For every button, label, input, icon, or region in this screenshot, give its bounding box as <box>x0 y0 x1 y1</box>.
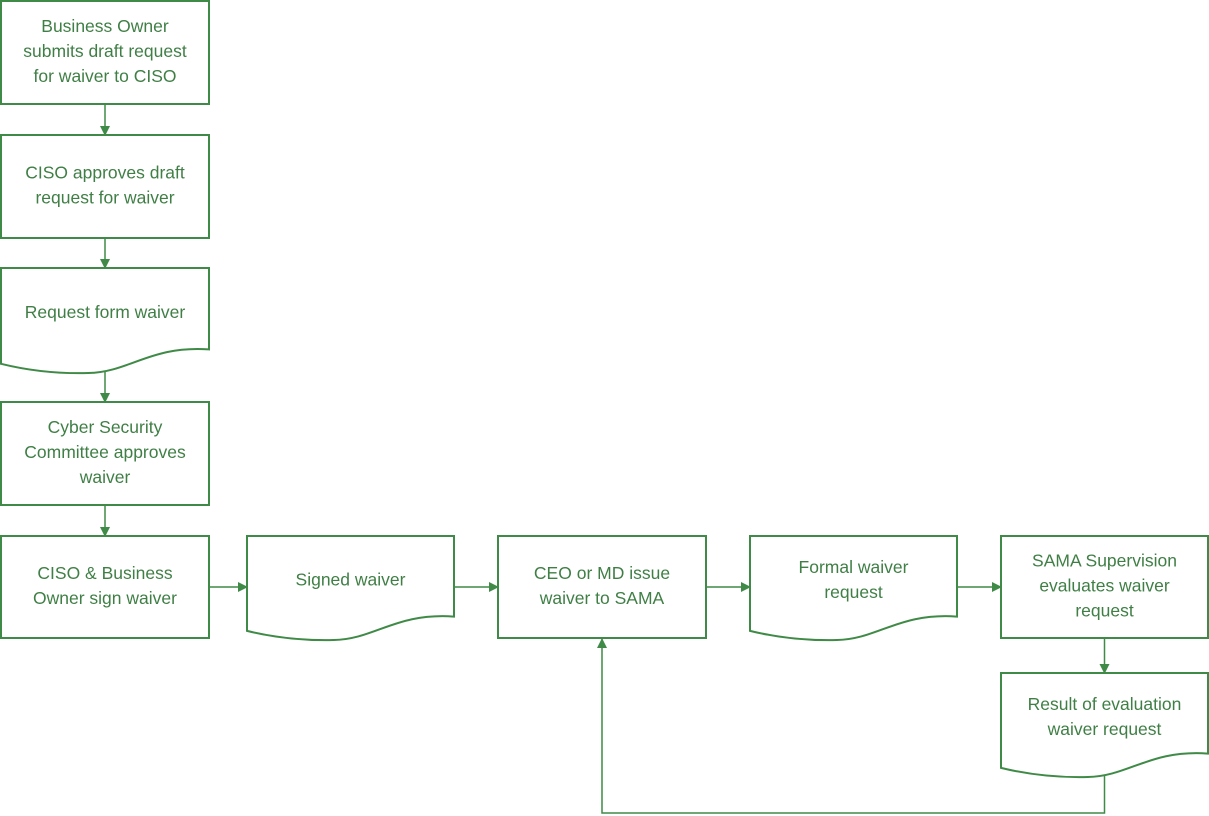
node-label-line: Formal waiver <box>799 557 909 577</box>
process-box <box>497 535 707 639</box>
flow-node-n10: Result of evaluation waiver request <box>1000 672 1209 779</box>
flow-node-n2: CISO approves draft request for waiver <box>0 134 210 239</box>
node-label-line: evaluates waiver <box>1039 576 1170 596</box>
process-box <box>1000 535 1209 639</box>
flow-node-n7: CEO or MD issue waiver to SAMA <box>497 535 707 639</box>
flow-node-n3: Request form waiver <box>0 267 210 375</box>
document-shape <box>1000 672 1209 779</box>
flow-node-n1: Business Owner submits draft request for w… <box>0 0 210 105</box>
node-label-line: waiver <box>79 467 131 487</box>
node-label-line: CEO or MD issue <box>534 563 670 583</box>
process-box <box>0 134 210 239</box>
process-box <box>0 401 210 506</box>
node-label-line: waiver to SAMA <box>539 588 665 608</box>
connectors <box>100 104 1110 814</box>
node-label-line: Committee approves <box>24 442 186 462</box>
arrow-connector-n10-to-n7 <box>597 638 1106 814</box>
node-label-line: CISO approves draft <box>25 163 185 183</box>
flow-node-n6: Signed waiver <box>246 535 455 642</box>
node-label-line: request for waiver <box>35 188 174 208</box>
node-label-line: Cyber Security <box>48 417 163 437</box>
node-label-line: request <box>824 582 883 602</box>
document-shape <box>0 267 210 375</box>
process-box <box>0 0 210 105</box>
document-shape <box>246 535 455 642</box>
node-label-line: Request form waiver <box>25 302 186 322</box>
node-label-line: Signed waiver <box>296 570 406 590</box>
node-label-line: Result of evaluation <box>1028 694 1182 714</box>
node-label-line: waiver request <box>1047 719 1162 739</box>
flow-node-n9: SAMA Supervision evaluates waiver request <box>1000 535 1209 639</box>
node-label-line: request <box>1075 601 1134 621</box>
node-label-line: for waiver to CISO <box>34 66 177 86</box>
flow-node-n8: Formal waiver request <box>749 535 958 642</box>
process-box <box>0 535 210 639</box>
node-label-line: CISO & Business <box>37 563 172 583</box>
node-label-line: Owner sign waiver <box>33 588 177 608</box>
node-label-line: submits draft request <box>23 41 187 61</box>
node-label-line: Business Owner <box>41 16 169 36</box>
node-label-line: SAMA Supervision <box>1032 551 1177 571</box>
nodes: Business Owner submits draft request for w… <box>0 0 1209 779</box>
document-shape <box>749 535 958 642</box>
